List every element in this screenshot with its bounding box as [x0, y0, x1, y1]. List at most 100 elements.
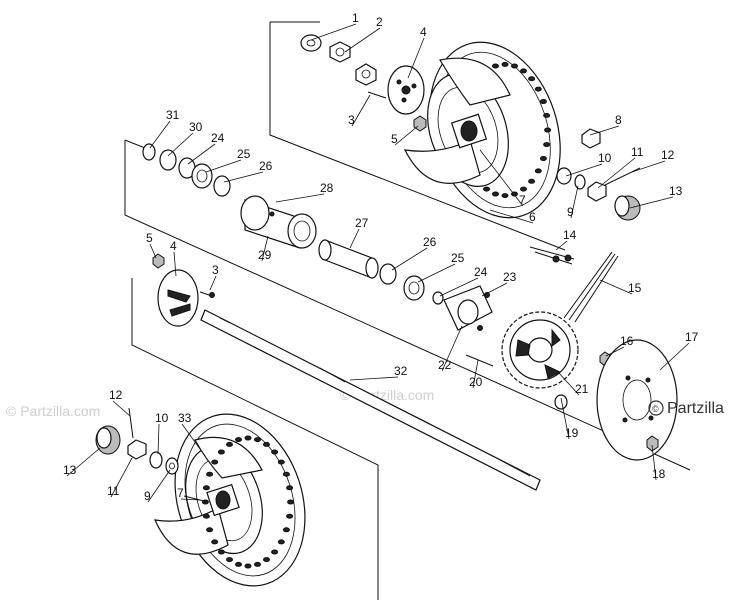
- leader-c10b: [157, 423, 160, 455]
- part-12b-cotter-pin: [128, 407, 134, 439]
- leader-c16: [605, 346, 625, 357]
- tread-knob: [202, 513, 210, 519]
- callout-c12b: 12: [109, 388, 123, 402]
- leader-c25a: [205, 159, 242, 173]
- tread-knob: [543, 112, 551, 118]
- part-14-bolts: [529, 246, 575, 265]
- leader-c12a: [631, 160, 666, 173]
- part-28-bearing-housing: [240, 195, 317, 249]
- part-10-washer: [556, 167, 572, 185]
- callout-c14: 14: [563, 228, 577, 242]
- tread-knob: [544, 127, 552, 133]
- tread-knob: [277, 539, 285, 545]
- part-5b-small-nut: [152, 253, 165, 269]
- callout-c10a: 10: [598, 151, 612, 165]
- part-23-sprocket-hub: [443, 285, 493, 331]
- tread-knob: [501, 193, 509, 199]
- leader-c29: [261, 235, 269, 262]
- part-31-snap-ring: [142, 143, 156, 161]
- part-10b-washer: [149, 451, 163, 469]
- leader-c25b: [417, 263, 456, 283]
- callout-c12a: 12: [661, 148, 675, 162]
- part-30-seal: [159, 149, 177, 171]
- part-25b-bearing: [403, 275, 425, 301]
- leader-c4b: [173, 251, 177, 277]
- part-32-rear-axle: [200, 309, 541, 491]
- part-9b-washer: [165, 457, 179, 475]
- callout-c9a: 9: [567, 205, 574, 219]
- callout-c3a: 3: [348, 113, 355, 127]
- part-3-stud: [367, 91, 387, 99]
- tread-knob: [254, 437, 261, 443]
- part-19-spacer: [554, 394, 568, 410]
- part-12-cotter-pin: [604, 167, 641, 186]
- part-21-sprocket: [501, 311, 579, 389]
- callout-c2: 2: [376, 15, 383, 29]
- tread-knob: [501, 61, 509, 67]
- tread-knob: [528, 178, 536, 184]
- leader-c13b: [66, 447, 101, 477]
- leader-c15: [599, 279, 633, 295]
- tread-knob: [206, 527, 214, 533]
- tread-knob: [254, 561, 261, 567]
- callout-c22: 22: [438, 358, 452, 372]
- callout-c25b: 25: [451, 251, 465, 265]
- leader-c27: [349, 228, 360, 249]
- part-9-washer: [574, 174, 586, 190]
- leader-c14: [555, 240, 568, 251]
- callout-c4b: 4: [170, 239, 177, 253]
- leader-c8: [589, 125, 620, 136]
- leader-c6: [489, 209, 534, 224]
- tread-knob: [263, 441, 270, 447]
- svg-text:©: ©: [652, 404, 659, 414]
- callout-c8: 8: [615, 113, 622, 127]
- part-4b-hub-flange: [157, 269, 199, 327]
- leader-c1: [310, 23, 357, 41]
- leader-c21: [557, 371, 580, 396]
- leader-c18: [651, 444, 657, 481]
- callout-c26b: 26: [423, 235, 437, 249]
- left-rear-tire: [154, 413, 306, 587]
- tread-knob: [235, 437, 242, 443]
- callout-c21: 21: [575, 382, 589, 396]
- tread-knob: [211, 459, 219, 465]
- callout-c11b: 11: [107, 484, 120, 498]
- tread-knob: [539, 99, 547, 104]
- partzilla-watermark: © Partzilla: [648, 400, 724, 417]
- tread-knob: [282, 527, 290, 533]
- leader-c5a: [394, 125, 419, 146]
- tread-knob: [534, 86, 542, 92]
- part-26-seal: [213, 175, 231, 197]
- part-15-chain: [563, 251, 619, 323]
- leader-c19: [560, 397, 570, 440]
- callout-c24a: 24: [211, 131, 225, 145]
- part-13-dust-cap: [614, 195, 641, 221]
- tread-knob: [271, 449, 279, 455]
- leader-c9b: [147, 469, 171, 503]
- tread-knob: [483, 186, 490, 192]
- tread-knob: [244, 435, 252, 441]
- tread-knob: [492, 63, 499, 69]
- tread-knob: [287, 499, 295, 505]
- leader-c24b: [439, 277, 479, 297]
- part-11b-castle-nut: [127, 439, 147, 460]
- watermark-faint-left: © Partzilla.com: [6, 403, 100, 419]
- tread-knob: [528, 76, 536, 82]
- leader-c11b: [110, 457, 133, 498]
- callout-c5b: 5: [146, 231, 153, 245]
- callout-c30: 30: [189, 120, 203, 134]
- tread-knob: [217, 449, 225, 455]
- callout-c25a: 25: [237, 147, 251, 161]
- callout-c10b: 10: [155, 411, 169, 425]
- part-26b-seal: [379, 263, 397, 285]
- leader-c26b: [391, 247, 428, 271]
- leader-c12b: [112, 400, 131, 417]
- leader-c9a: [570, 185, 579, 219]
- part-2-castle-nuts: [329, 41, 377, 86]
- tread-knob: [202, 485, 210, 491]
- leader-c33: [181, 423, 206, 457]
- tread-knob: [244, 563, 252, 569]
- callout-c15: 15: [628, 281, 642, 295]
